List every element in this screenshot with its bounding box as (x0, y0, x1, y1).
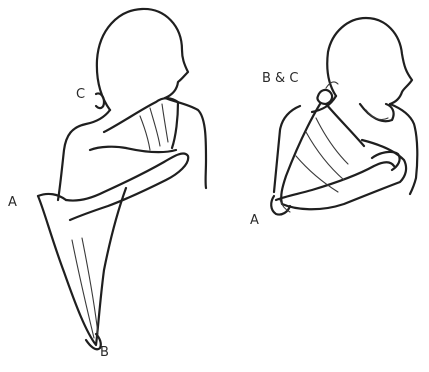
right-head-outline (327, 18, 412, 104)
right-label-bc: B & C (262, 71, 298, 86)
right-figure (271, 18, 417, 215)
left-neck-back (58, 110, 110, 200)
left-bandage-fold-2 (162, 104, 168, 142)
left-head-outline (97, 9, 188, 110)
right-sling-fold-3 (316, 118, 348, 164)
left-label-b: B (100, 345, 109, 360)
left-bandage-outline (38, 188, 126, 345)
right-hand (372, 152, 400, 170)
left-bandage-shoulder (104, 98, 178, 148)
left-figure (38, 9, 206, 349)
left-bandage-fold-3 (140, 116, 150, 150)
left-bandage-top (38, 194, 66, 200)
right-sling-top (326, 104, 364, 146)
left-label-a: A (8, 195, 17, 210)
right-sling-fold-2 (296, 156, 338, 192)
right-forearm (276, 162, 394, 200)
right-knot (317, 90, 332, 104)
left-tip-c (96, 93, 104, 108)
left-upper-arm (90, 147, 176, 152)
left-label-c: C (76, 87, 85, 102)
left-front-shoulder (165, 98, 206, 188)
left-bandage-fold-1 (150, 108, 160, 146)
left-forearm (66, 154, 188, 220)
right-label-a: A (250, 213, 259, 228)
